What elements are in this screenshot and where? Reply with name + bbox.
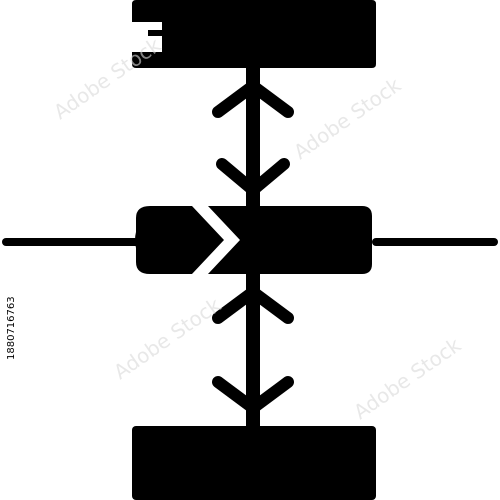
arrow-up-icon: [212, 286, 294, 324]
horizontal-line-left: [2, 238, 140, 246]
bottom-block: [132, 426, 376, 500]
arrow-up-icon: [212, 80, 294, 118]
top-block: [132, 0, 376, 68]
horizontal-line-right: [372, 238, 498, 246]
center-chevron: [192, 206, 240, 274]
center-block: [135, 206, 372, 274]
stock-id-label: 1880716763: [6, 296, 17, 360]
arrow-down-icon: [212, 376, 294, 414]
arrow-down-icon: [216, 158, 290, 196]
